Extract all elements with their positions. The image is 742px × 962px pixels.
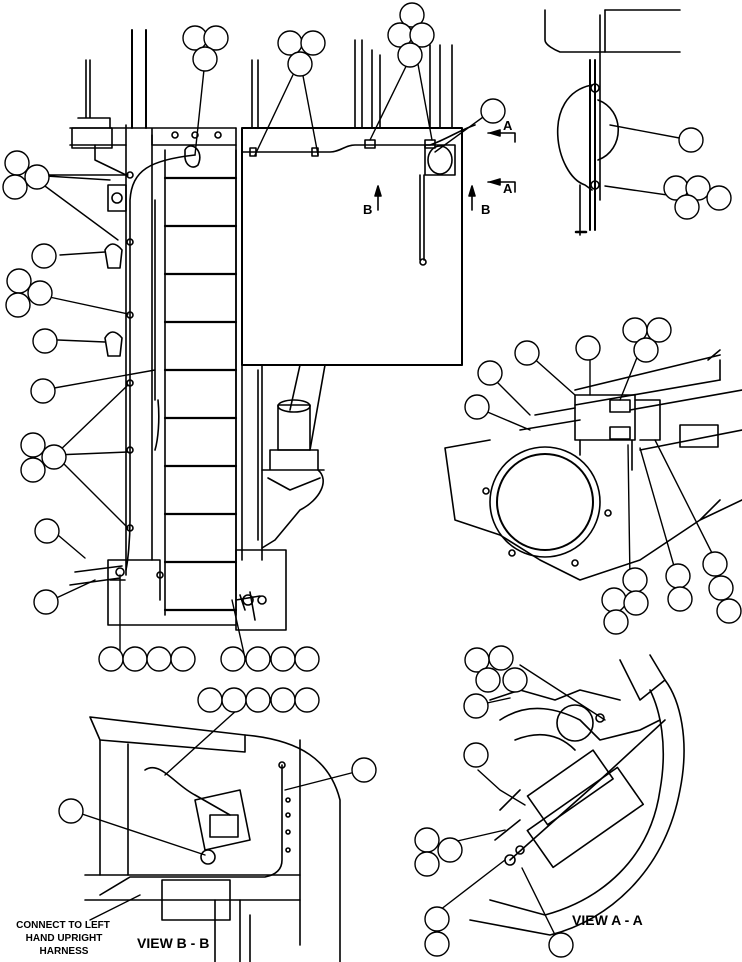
harness-note-line3: HARNESS — [40, 946, 89, 957]
main-assembly — [69, 29, 516, 631]
section-label-b-right: B — [481, 202, 490, 217]
view-bb-title: VIEW B - B — [137, 935, 209, 951]
section-label-b-left: B — [363, 202, 372, 217]
view-bb-detail — [84, 716, 341, 962]
section-label-a-bottom: A — [503, 181, 513, 196]
harness-note-line1: CONNECT TO LEFT — [16, 920, 110, 931]
detail-right-middle — [444, 349, 742, 581]
view-aa-detail — [469, 654, 685, 936]
view-aa-title: VIEW A - A — [572, 912, 643, 928]
text-labels: A A B B VIEW A - A VIEW B - B CONNECT TO… — [16, 118, 643, 957]
detail-top-right — [544, 9, 681, 236]
leader-lines — [29, 47, 719, 946]
section-label-a-top: A — [503, 118, 513, 133]
top-cross-member — [69, 127, 237, 146]
harness-note-line2: HAND UPRIGHT — [26, 933, 103, 944]
ladder — [163, 149, 238, 616]
wire-harness-left — [125, 154, 196, 571]
section-arrows — [374, 129, 516, 211]
